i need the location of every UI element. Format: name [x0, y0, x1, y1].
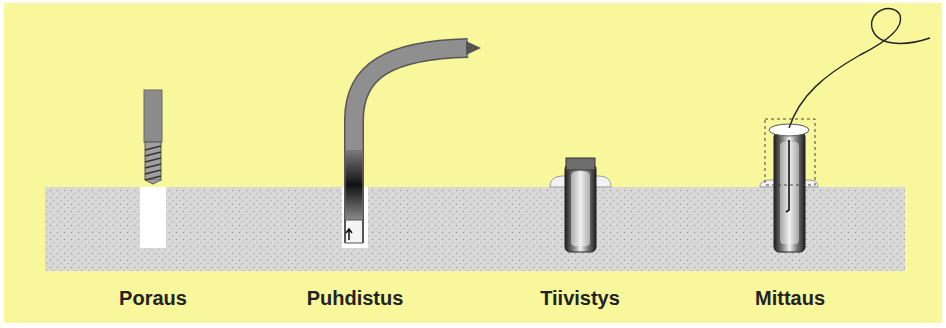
- step-label: Puhdistus: [307, 287, 404, 309]
- step-label: Poraus: [119, 287, 187, 309]
- drill-hole: [140, 187, 166, 248]
- step-label: Tiivistys: [540, 287, 620, 309]
- label-slot: Poraus: [119, 286, 187, 310]
- drill-bit: [144, 90, 162, 184]
- cleaning-tube: [346, 41, 482, 243]
- dashed-outline: [765, 119, 815, 185]
- label-slot: Puhdistus: [307, 286, 404, 310]
- cap: [769, 124, 809, 136]
- sensor-wire: [789, 9, 930, 128]
- airflow-arrow: [346, 229, 352, 240]
- label-slot: Mittaus: [755, 286, 825, 310]
- label-slot: Tiivistys: [540, 286, 620, 310]
- step-label: Mittaus: [755, 287, 825, 309]
- measuring-sleeve: [774, 132, 805, 252]
- sleeve: [565, 158, 596, 252]
- background-panel: [4, 3, 942, 323]
